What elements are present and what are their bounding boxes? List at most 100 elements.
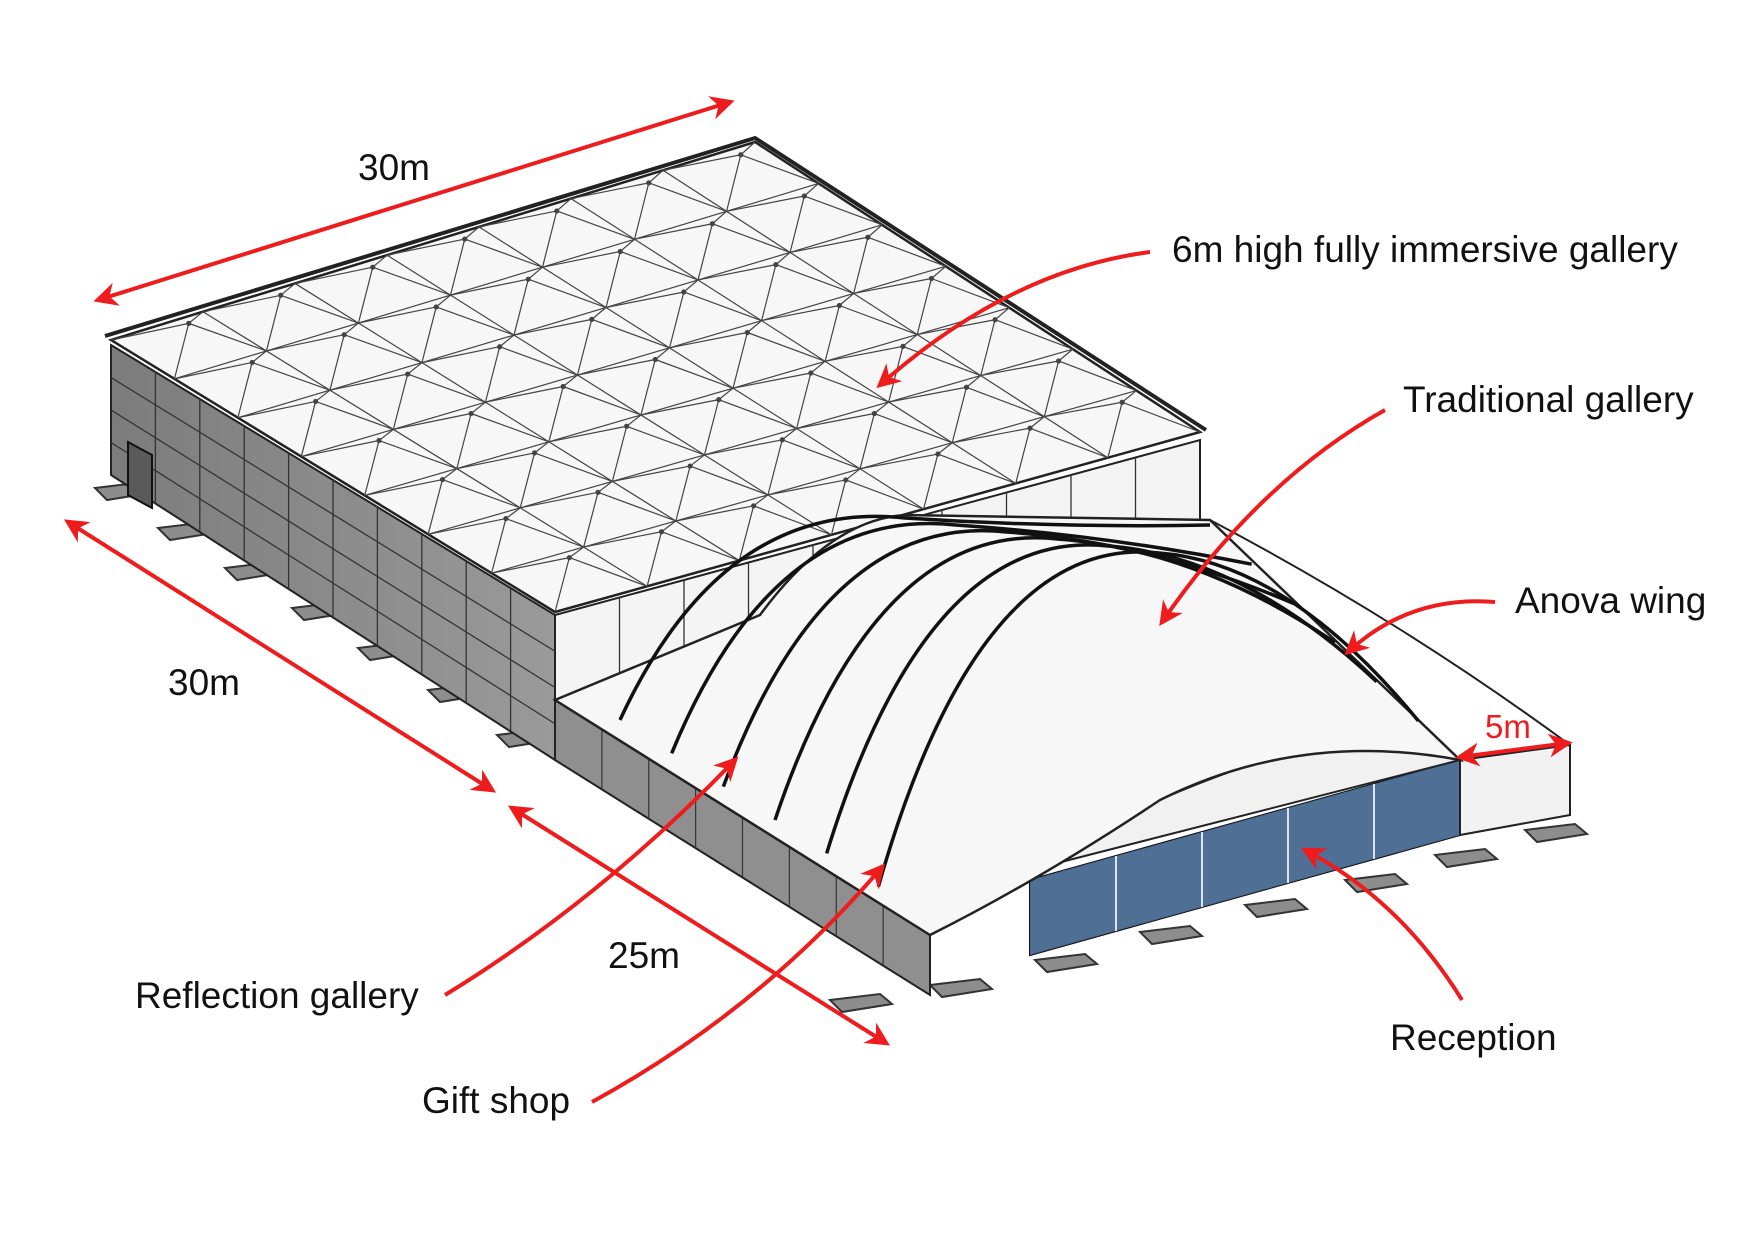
foundation-block (1242, 897, 1310, 919)
foundation-block (1432, 847, 1500, 869)
roof-peak-line (301, 439, 380, 458)
roof-peak-line (775, 251, 791, 266)
leader-immersive (876, 250, 1151, 389)
roof-peak (439, 476, 446, 483)
roof-peak-line (583, 531, 662, 548)
roof-peak-line (456, 413, 472, 469)
roof-peak (963, 384, 970, 390)
roof-peak-line (853, 277, 932, 295)
roof-peak-line (859, 453, 938, 470)
roof-peak (405, 371, 411, 377)
roof-peak (801, 193, 807, 199)
roof-peak (531, 450, 538, 456)
dimension-wing-label: 25m (608, 935, 680, 976)
roof-peak-line (789, 236, 869, 253)
label-reception: Reception (1390, 1017, 1557, 1058)
roof-peak-line (583, 492, 599, 548)
roof-peak (433, 304, 439, 310)
roof-peak (249, 359, 255, 366)
roof-peak-line (675, 465, 691, 522)
foundation-block (1032, 952, 1100, 974)
roof-peak-line (1029, 427, 1109, 459)
label-reflection-gallery: Reflection gallery (135, 975, 419, 1016)
roof-peak (865, 234, 871, 240)
roof-peak-line (174, 361, 253, 380)
roof-peak-line (343, 322, 359, 336)
label-anova-wing: Anova wing (1515, 580, 1706, 621)
roof-peak-line (520, 491, 599, 509)
roof-peak (646, 180, 652, 186)
roof-peak-line (689, 454, 705, 467)
roof-peak-line (329, 334, 345, 391)
side-door (127, 440, 153, 510)
roof-peak-line (732, 372, 811, 389)
roof-peak-line (782, 439, 861, 470)
roof-peak-line (718, 387, 734, 401)
roof-peak (751, 503, 757, 509)
roof-peak-line (1015, 427, 1031, 484)
roof-peak-line (803, 182, 819, 197)
roof-peak-line (251, 350, 267, 363)
roof-peak-line (726, 195, 805, 212)
roof-peak-line (554, 557, 570, 613)
roof-peak-line (237, 362, 253, 418)
roof-peak-line (315, 400, 394, 430)
roof-peak-line (902, 334, 918, 347)
roof-grid-line (294, 282, 740, 562)
roof-peak (658, 529, 665, 535)
roof-peak (376, 437, 382, 444)
roof-peak-line (300, 401, 317, 457)
roof-peak (341, 332, 347, 338)
roof-peak (503, 515, 509, 522)
wing-roof-edge (1209, 519, 1571, 746)
roof-peak-line (534, 441, 550, 454)
foundation-block (1522, 822, 1590, 844)
roof-peak (566, 555, 572, 561)
roof-peak (617, 248, 623, 255)
roof-grid-line (237, 224, 883, 419)
roof-peak-line (364, 440, 380, 496)
roof-peak-line (548, 386, 564, 442)
roof-peak-line (916, 278, 933, 335)
roof-peak-line (845, 468, 861, 481)
roof-peak-line (315, 389, 331, 402)
roof-peak-line (761, 304, 840, 322)
dimension-arrow-top (93, 96, 735, 306)
roof-peak-line (499, 334, 515, 348)
roof-peak (278, 292, 284, 298)
roof-peak-line (795, 372, 812, 429)
roof-peak-line (499, 346, 578, 376)
roof-peak-line (188, 322, 267, 352)
roof-peak-line (824, 305, 840, 362)
roof-peak-line (796, 412, 875, 430)
dimension-left-label: 30m (168, 662, 240, 703)
wing-roof-rib (876, 550, 1420, 888)
roof-peak (560, 383, 566, 390)
label-traditional-gallery: Traditional gallery (1403, 379, 1694, 420)
roof-peak-line (867, 236, 946, 267)
roof-peak-line (266, 334, 345, 352)
wing-roof-rib (824, 543, 1378, 854)
roof-peak-line (568, 546, 585, 559)
roof-peak-line (597, 491, 677, 522)
roof-peak (808, 370, 814, 376)
roof-peak-line (874, 412, 953, 444)
roof-peak-line (1121, 401, 1201, 433)
roof-peak-line (775, 264, 854, 295)
roof-peak-line (980, 319, 996, 376)
roof-grid-line (491, 389, 1137, 574)
roof-peak-line (591, 307, 607, 320)
glazing-mullions (1115, 784, 1375, 931)
wing-roof-rib (773, 536, 1336, 821)
foundation-block (1137, 924, 1205, 946)
roof-peak-line (491, 557, 570, 574)
roof-peak (462, 236, 468, 242)
roof-peak (744, 329, 750, 336)
roof-peak-line (740, 141, 756, 156)
roof-peak-line (1044, 401, 1123, 418)
roof-peak (1027, 425, 1033, 431)
roof-peak-line (569, 557, 648, 587)
dimension-arrow-extension (1455, 733, 1573, 767)
roof-peak-line (951, 387, 968, 443)
